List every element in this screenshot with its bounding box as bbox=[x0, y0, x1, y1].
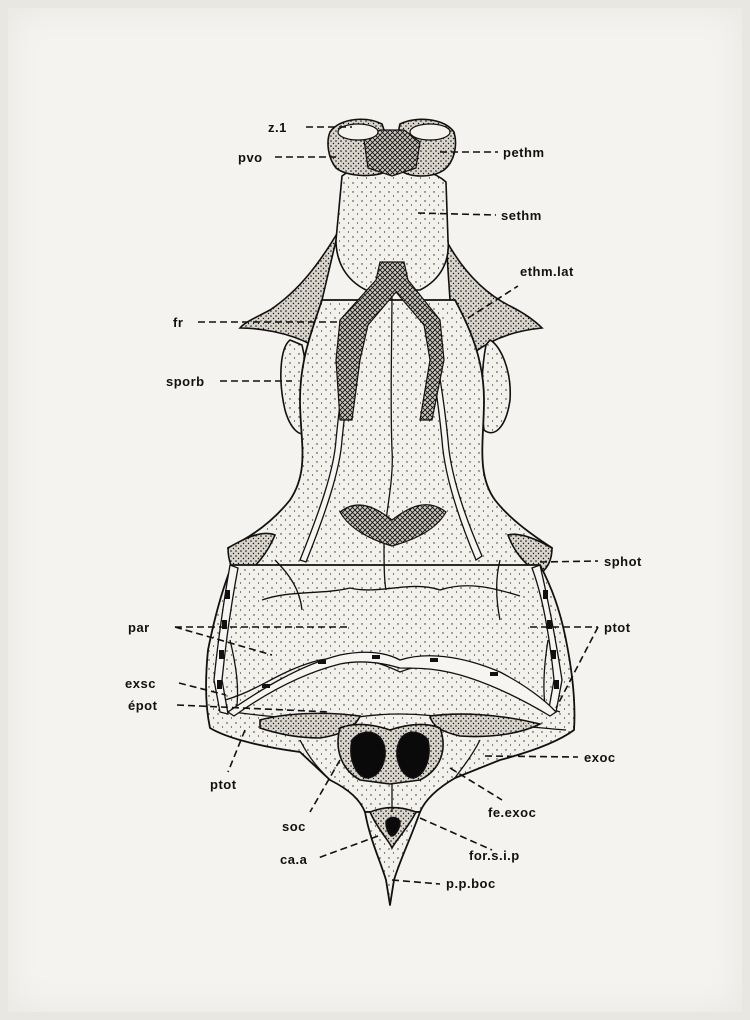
label-ptot-right: ptot bbox=[604, 620, 631, 635]
skull bbox=[206, 119, 575, 905]
label-ethm-lat: ethm.lat bbox=[520, 264, 574, 279]
label-fe-exoc: fe.exoc bbox=[488, 805, 536, 820]
label-pvo: pvo bbox=[238, 150, 263, 165]
supraorbital-right bbox=[482, 340, 510, 433]
label-epot: épot bbox=[128, 698, 158, 713]
label-sporb: sporb bbox=[166, 374, 205, 389]
fenestra-exoccipital-left bbox=[351, 732, 385, 778]
label-soc: soc bbox=[282, 819, 306, 834]
label-pethm: pethm bbox=[503, 145, 545, 160]
label-sethm: sethm bbox=[501, 208, 542, 223]
label-for-s-i-p: for.s.i.p bbox=[469, 848, 520, 863]
label-z1: z.1 bbox=[268, 120, 287, 135]
label-ca-a: ca.a bbox=[280, 852, 308, 867]
label-sphot: sphot bbox=[604, 554, 642, 569]
label-fr: fr bbox=[173, 315, 183, 330]
label-p-p-boc: p.p.boc bbox=[446, 876, 496, 891]
label-par: par bbox=[128, 620, 150, 635]
label-exoc: exoc bbox=[584, 750, 616, 765]
label-ptot-left: ptot bbox=[210, 777, 237, 792]
label-exsc: exsc bbox=[125, 676, 156, 691]
